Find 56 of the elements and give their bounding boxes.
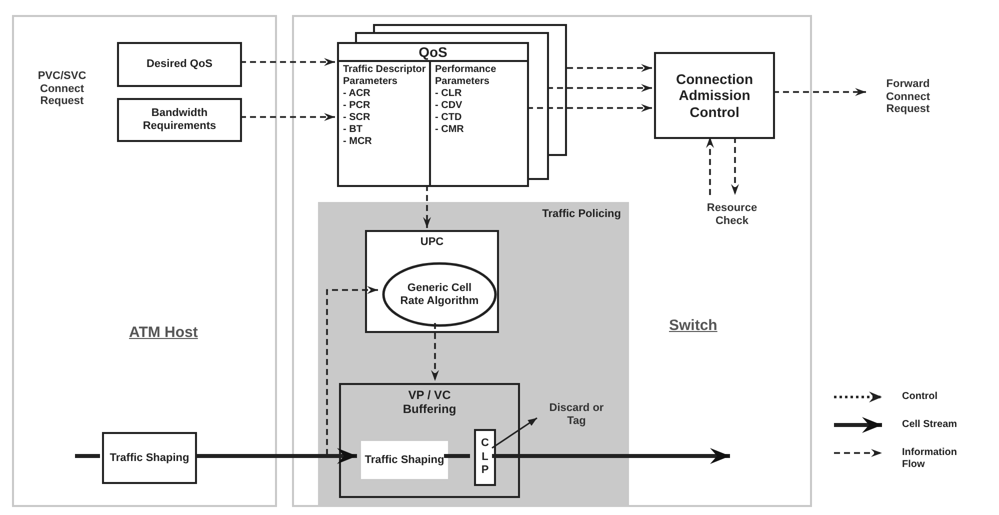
box-label: UPC xyxy=(420,236,444,249)
node-label: Discard or Tag xyxy=(548,402,605,428)
parameter-text: - CDV xyxy=(435,100,464,112)
parameter-text: - CLR xyxy=(435,88,463,100)
legend-label: Cell Stream xyxy=(902,418,958,431)
box-label: CLP xyxy=(480,436,490,478)
box-label: Bandwidth Requirements xyxy=(142,107,218,133)
panel xyxy=(292,15,812,507)
arrow xyxy=(240,58,335,66)
arrow xyxy=(567,64,652,72)
arrow xyxy=(527,104,652,112)
box-label: Traffic Shaping xyxy=(110,452,190,464)
box-label: VP / VC Buffering xyxy=(402,389,458,417)
process-box xyxy=(361,441,448,479)
process-box xyxy=(117,42,242,87)
box-label: Traffic Shaping xyxy=(364,454,444,466)
parameter-text: - CMR xyxy=(435,124,465,136)
legend-label: Control xyxy=(902,390,939,403)
box-label: Desired QoS xyxy=(146,58,213,71)
process-box xyxy=(365,230,499,333)
box-label: Connection Admission Control xyxy=(675,71,754,120)
parameter-text: - CTD xyxy=(435,112,463,124)
policing-region xyxy=(318,202,629,507)
arrow xyxy=(326,286,378,455)
node-label: Forward Connect Request xyxy=(885,78,931,116)
parameter-text: - MCR xyxy=(343,136,373,148)
cell-stream-arrow xyxy=(492,448,730,464)
parameter-text: Performance Parameters xyxy=(435,64,498,88)
process-box xyxy=(102,432,197,484)
arrow xyxy=(423,185,431,228)
process-box xyxy=(654,52,775,139)
panel-title: ATM Host xyxy=(129,323,198,343)
arrow xyxy=(706,137,714,195)
region-title: Traffic Policing xyxy=(542,207,621,222)
process-box xyxy=(117,98,242,142)
parameter-text: - PCR xyxy=(343,100,372,112)
panel-title: Switch xyxy=(669,316,718,336)
arrow xyxy=(492,417,538,449)
arrow xyxy=(773,88,866,96)
panel xyxy=(12,15,277,507)
side-label: PVC/SVC Connect Request xyxy=(36,70,88,108)
parameter-text: Traffic Descriptor Parameters xyxy=(343,64,427,88)
arrow xyxy=(547,84,652,92)
cell-stream-arrow xyxy=(195,448,357,464)
parameter-text: - ACR xyxy=(343,88,372,100)
node-label: Resource Check xyxy=(706,202,758,228)
card-title: QoS xyxy=(418,45,448,59)
arrow xyxy=(431,323,439,381)
arrow xyxy=(240,113,335,121)
process-box xyxy=(339,383,520,498)
parameter-text: - BT xyxy=(343,124,364,136)
arrow xyxy=(731,137,739,195)
ellipse-label: Generic Cell Rate Algorithm xyxy=(400,282,480,308)
legend-label: Information Flow xyxy=(902,446,958,471)
process-box xyxy=(474,429,496,486)
parameter-text: - SCR xyxy=(343,112,372,124)
